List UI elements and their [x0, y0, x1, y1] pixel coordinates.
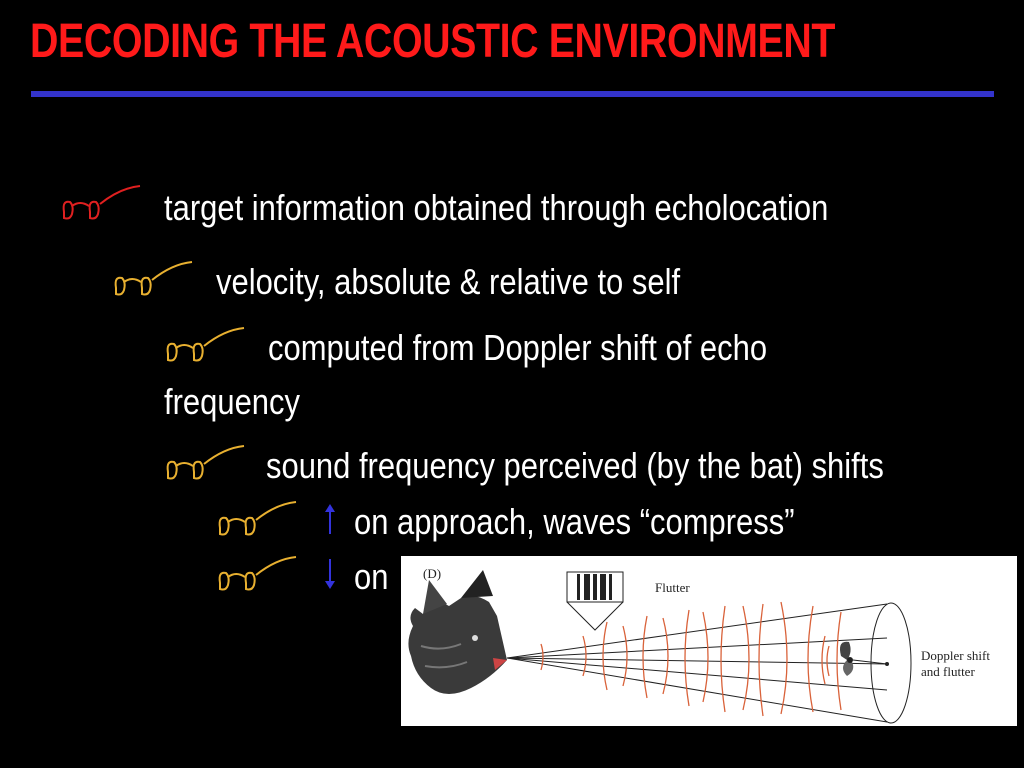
doppler-label-line1: Doppler shift: [921, 648, 990, 663]
title-underline-rule: [31, 91, 994, 97]
eyeglasses-icon: [114, 261, 193, 296]
eyeglasses-icon: [166, 327, 245, 362]
eyeglasses-icon: [166, 445, 245, 480]
eyeglasses-icon: [62, 185, 141, 220]
bullet-frequency-shifts: sound frequency perceived (by the bat) s…: [266, 445, 884, 486]
bullet-target-information: target information obtained through echo…: [164, 187, 829, 228]
bullet-recede: on: [354, 556, 389, 597]
sound-wave-fronts: [540, 601, 842, 717]
bullet-doppler-computed-continuation: frequency: [164, 381, 300, 422]
flutter-label: Flutter: [655, 580, 690, 595]
down-arrow-icon: [325, 559, 335, 589]
bat-head-illustration: [408, 570, 507, 694]
bat-doppler-figure: (D): [401, 556, 1017, 726]
bullet-velocity: velocity, absolute & relative to self: [216, 261, 681, 302]
doppler-label-line2: and flutter: [921, 664, 975, 679]
eyeglasses-icon: [218, 556, 297, 591]
bullet-approach: on approach, waves “compress”: [354, 501, 795, 542]
moth-target: [840, 641, 889, 676]
bat-doppler-diagram: (D): [408, 566, 990, 724]
figure-panel-label: (D): [423, 566, 441, 581]
bullet-doppler-computed: computed from Doppler shift of echo: [268, 327, 768, 368]
sound-cone: [506, 602, 912, 724]
slide-title: DECODING THE ACOUSTIC ENVIRONMENT: [30, 15, 836, 68]
up-arrow-icon: [325, 504, 335, 534]
flutter-spectrogram: [566, 571, 624, 631]
eyeglasses-icon: [218, 501, 297, 536]
